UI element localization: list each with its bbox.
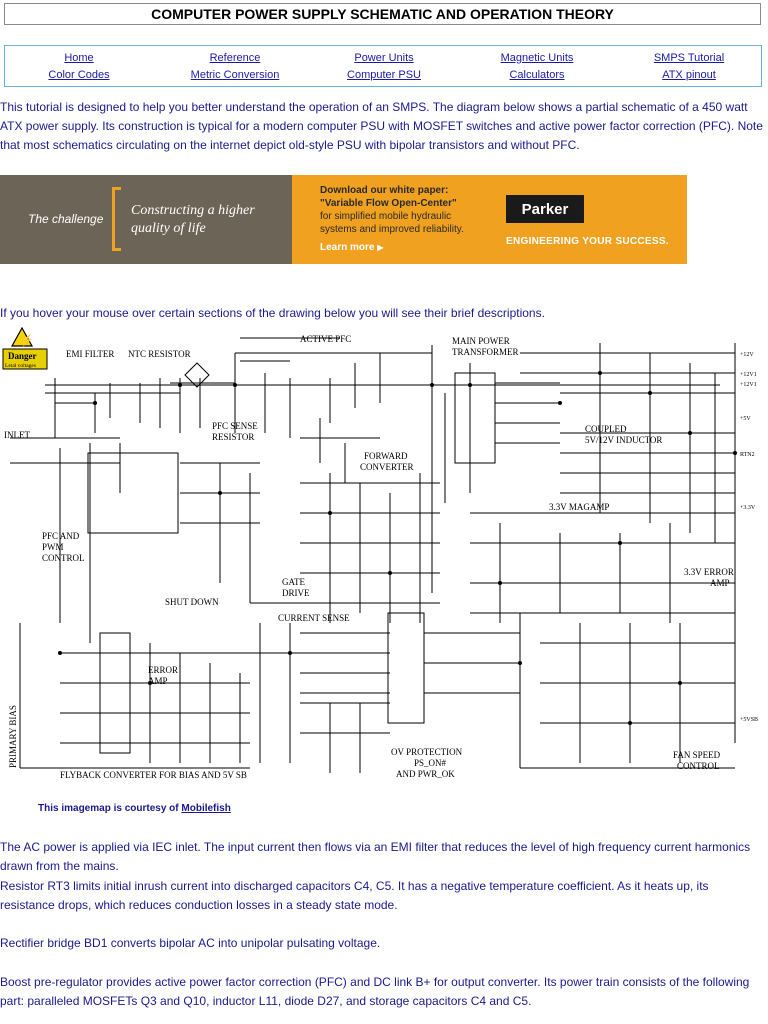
ad-headline-line1: Constructing a higher <box>131 203 255 218</box>
label-gate-drive-1: GATE <box>282 577 305 587</box>
nav-link-computer-psu[interactable]: Computer PSU <box>347 69 421 81</box>
danger-text: Danger <box>8 351 37 361</box>
nav-link-metric-conversion[interactable]: Metric Conversion <box>190 69 280 81</box>
hover-note: If you hover your mouse over certain sec… <box>0 306 545 320</box>
title-box: COMPUTER POWER SUPPLY SCHEMATIC AND OPER… <box>4 3 761 25</box>
nav-link-atx-pinout[interactable]: ATX pinout <box>662 69 716 81</box>
label-primary-bias: PRIMARY BIAS <box>8 705 18 768</box>
label-error-33-1: 3.3V ERROR <box>684 567 734 577</box>
svg-text:⚡: ⚡ <box>20 334 34 347</box>
label-error-amp-2: AMP <box>148 676 168 686</box>
output-label-12v1-b: +12V1 <box>740 382 757 388</box>
label-magamp: 3.3V MAGAMP <box>549 502 609 512</box>
parker-logo-text: Parker <box>521 200 569 218</box>
nav-link-calculators[interactable]: Calculators <box>509 69 565 81</box>
ad-headline-line2: quality of life <box>131 221 206 236</box>
label-main-transformer-2: TRANSFORMER <box>452 347 519 357</box>
label-emi-filter: EMI FILTER <box>66 349 114 359</box>
label-pfc-pwm-1: PFC AND <box>42 531 80 541</box>
body-paragraph-4: Boost pre-regulator provides active powe… <box>0 975 750 1008</box>
ad-download-text: Download our white paper: "Variable Flow… <box>320 184 464 236</box>
label-error-33-2: AMP <box>710 578 730 588</box>
label-ov-protection-3: AND PWR_OK <box>396 769 455 779</box>
label-inlet: INLET <box>4 430 30 440</box>
output-label-5vsb: +5VSB <box>740 717 758 723</box>
nav-link-color-codes[interactable]: Color Codes <box>48 69 110 81</box>
output-label-33v: +3.3V <box>740 505 756 511</box>
label-shut-down: SHUT DOWN <box>165 597 219 607</box>
ad-download-line1: Download our white paper: <box>320 185 449 196</box>
label-pfc-pwm-2: PWM <box>42 542 64 552</box>
danger-sign: ⚡ Danger Letal voltages <box>2 326 48 370</box>
ad-challenge-text: The challenge <box>28 212 104 226</box>
schematic-components <box>58 371 737 725</box>
bracket-icon <box>112 187 121 251</box>
label-forward-1: FORWARD <box>364 451 408 461</box>
body-paragraph-1: The AC power is applied via IEC inlet. T… <box>0 840 751 873</box>
nav-link-power-units[interactable]: Power Units <box>354 52 414 64</box>
label-pfc-sense-2: RESISTOR <box>212 432 254 442</box>
output-label-5v: +5V <box>740 416 751 422</box>
nav-link-smps-tutorial[interactable]: SMPS Tutorial <box>653 52 725 64</box>
ad-left-panel: The challenge Constructing a higher qual… <box>0 175 292 264</box>
ad-download-line2: "Variable Flow Open-Center" <box>320 198 457 209</box>
output-label-12v: +12V <box>740 352 754 358</box>
label-pfc-sense-1: PFC SENSE <box>212 421 258 431</box>
output-label-12v1-a: +12V1 <box>740 372 757 378</box>
ad-download-line4: systems and improved reliability. <box>320 224 464 235</box>
nav-link-magnetic-units[interactable]: Magnetic Units <box>500 52 574 64</box>
body-paragraph-2: Resistor RT3 limits initial inrush curre… <box>0 879 709 912</box>
label-coupled-2: 5V/12V INDUCTOR <box>585 435 662 445</box>
danger-subtext: Letal voltages <box>5 363 36 369</box>
nav-menu: Home Reference Power Units Magnetic Unit… <box>4 45 762 87</box>
play-arrow-icon: ▶ <box>377 243 384 252</box>
label-ov-protection-1: OV PROTECTION <box>391 747 463 757</box>
body-paragraph-3: Rectifier bridge BD1 converts bipolar AC… <box>0 936 381 950</box>
label-main-transformer-1: MAIN POWER <box>452 336 510 346</box>
ad-learn-more[interactable]: Learn more ▶ <box>320 242 383 253</box>
label-error-amp-1: ERROR <box>148 665 178 675</box>
parker-logo: Parker <box>506 195 584 223</box>
label-fan-speed-2: CONTROL <box>677 761 720 771</box>
label-forward-2: CONVERTER <box>360 462 413 472</box>
ad-learn-more-label: Learn more <box>320 242 375 253</box>
ad-banner[interactable]: The challenge Constructing a higher qual… <box>0 175 687 264</box>
intro-paragraph: This tutorial is designed to help you be… <box>0 100 763 152</box>
psu-schematic[interactable]: ⚡ Danger Letal voltages <box>0 323 768 788</box>
label-flyback: FLYBACK CONVERTER FOR BIAS AND 5V SB <box>60 770 247 780</box>
mobilefish-link[interactable]: Mobilefish <box>181 803 231 814</box>
nav-link-reference[interactable]: Reference <box>209 52 261 64</box>
label-coupled-1: COUPLED <box>585 424 627 434</box>
imagemap-credit: This imagemap is courtesy of Mobilefish <box>38 803 231 814</box>
credit-text: This imagemap is courtesy of <box>38 803 179 814</box>
output-label-rtn2: RTN2 <box>740 452 755 458</box>
schematic-labels: EMI FILTER NTC RESISTOR ACTIVE PFC MAIN … <box>4 334 734 780</box>
ad-tagline: ENGINEERING YOUR SUCCESS. <box>506 236 669 247</box>
label-active-pfc: ACTIVE PFC <box>300 334 351 344</box>
ad-download-line3: for simplified mobile hydraulic <box>320 211 452 222</box>
label-gate-drive-2: DRIVE <box>282 588 310 598</box>
label-ntc-resistor: NTC RESISTOR <box>128 349 191 359</box>
ad-headline: Constructing a higher quality of life <box>131 202 255 238</box>
page-title: COMPUTER POWER SUPPLY SCHEMATIC AND OPER… <box>151 6 614 22</box>
label-fan-speed-1: FAN SPEED <box>673 750 721 760</box>
output-terminals: +12V +12V1 +12V1 +5V RTN2 +3.3V +5VSB <box>740 352 758 723</box>
ad-right-panel: Download our white paper: "Variable Flow… <box>292 175 687 264</box>
label-ov-protection-2: PS_ON# <box>414 758 447 768</box>
label-current-sense: CURRENT SENSE <box>278 613 350 623</box>
nav-link-home[interactable]: Home <box>64 52 94 64</box>
label-pfc-pwm-3: CONTROL <box>42 553 85 563</box>
